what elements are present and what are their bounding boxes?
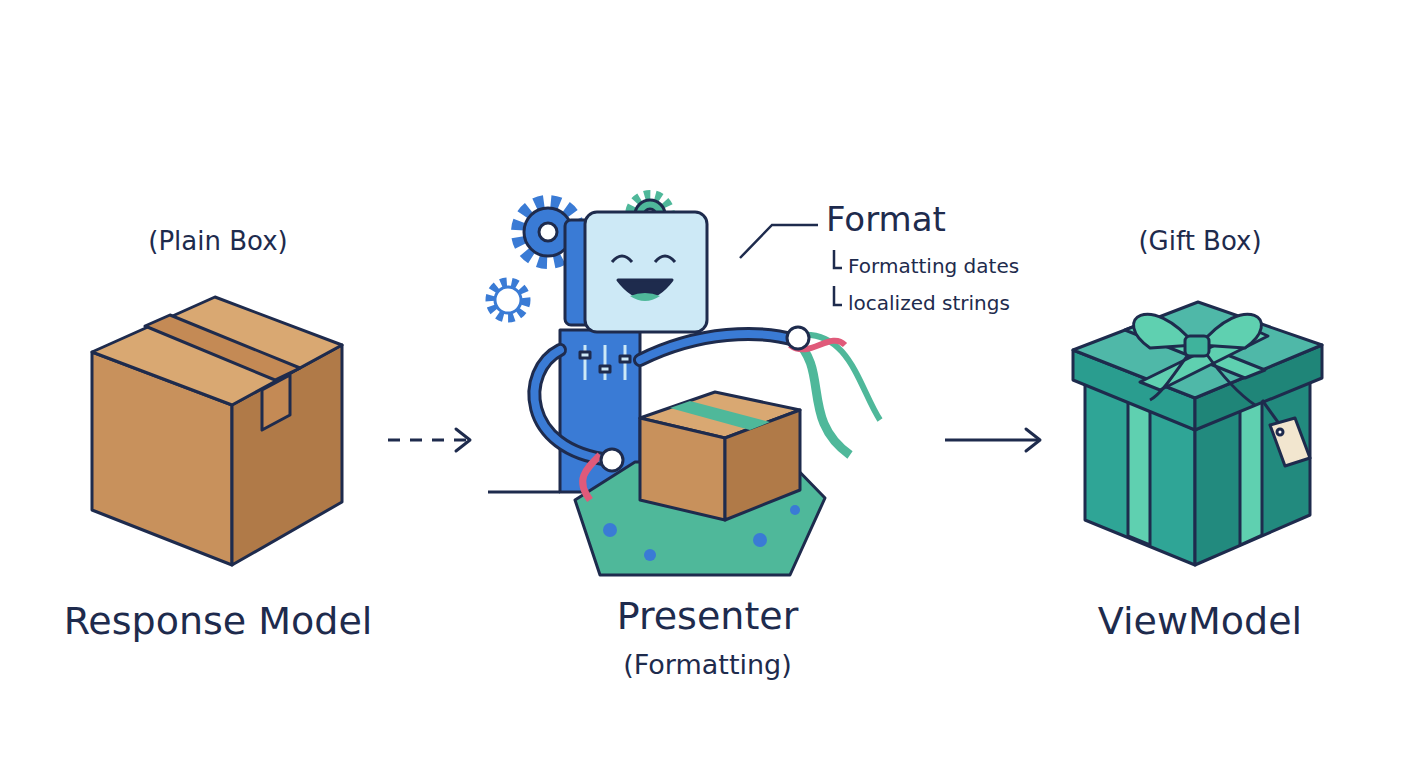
gift-box-illustration: [1073, 302, 1322, 565]
arrow-head: [1026, 429, 1040, 451]
node-subtitle: (Formatting): [470, 649, 945, 680]
arrow-head: [456, 429, 470, 451]
node-heading: (Plain Box): [48, 227, 388, 257]
callout-note: localized strings: [848, 292, 1010, 315]
arrow-shaft: [945, 439, 1040, 442]
callout-title: Format: [826, 200, 946, 239]
node-box: (Gift Box) ViewModel: [1040, 215, 1360, 655]
node-heading: (Gift Box): [1040, 227, 1360, 257]
robot-illustration: [490, 195, 880, 575]
plain-box-illustration: [92, 297, 342, 565]
callout-note: Formatting dates: [848, 255, 1019, 278]
node-subtitle: Response Model: [48, 600, 388, 644]
node-subtitle: ViewModel: [1040, 600, 1360, 644]
flow-arrow: [388, 429, 470, 451]
node-box: (Plain Box) Response Model: [48, 215, 388, 655]
base-line: [488, 491, 560, 494]
flow-arrow: [945, 429, 1040, 451]
arrow-shaft: [388, 439, 470, 442]
node-heading: Presenter: [470, 595, 945, 639]
